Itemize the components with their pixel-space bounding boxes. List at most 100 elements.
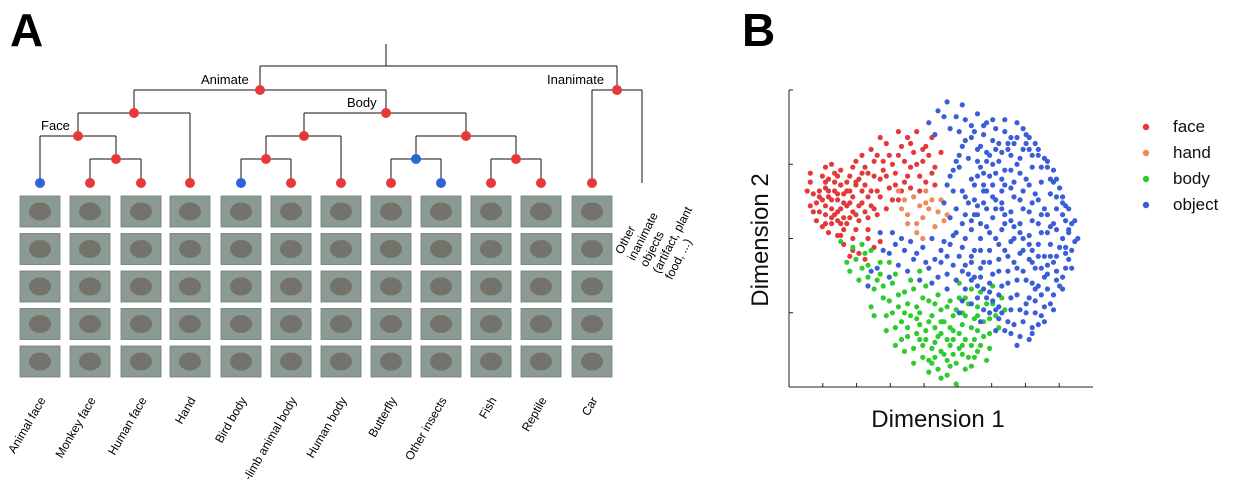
point-body (859, 265, 865, 271)
point-object (999, 310, 1005, 316)
point-object (1075, 235, 1081, 242)
thumbnail-figure (581, 352, 603, 371)
category-label: Human face (105, 394, 150, 457)
point-object (1008, 185, 1014, 191)
point-body (944, 357, 950, 363)
thumbnail-figure (29, 315, 51, 333)
point-object (1005, 280, 1011, 286)
point-object (1066, 227, 1072, 233)
point-face (920, 146, 926, 152)
thumbnail-figure (480, 240, 502, 258)
point-face (807, 179, 813, 185)
thumbnail-figure (230, 315, 252, 333)
thumbnail-figure (130, 352, 152, 371)
point-body (911, 360, 917, 366)
point-object (968, 259, 975, 265)
point-object (932, 256, 938, 262)
point-face (841, 200, 847, 206)
thumbnail-figure (230, 352, 252, 371)
thumbnail-figure (480, 202, 502, 221)
point-object (1035, 152, 1041, 158)
point-object (1014, 342, 1020, 348)
point-object (999, 206, 1005, 212)
point-object (993, 126, 999, 132)
point-object (1011, 194, 1017, 200)
point-object (877, 230, 883, 236)
point-object (1041, 206, 1047, 212)
point-body (886, 298, 892, 304)
point-body (901, 310, 908, 316)
point-object (944, 286, 950, 292)
point-object (959, 244, 965, 250)
thumbnail-figure (480, 315, 502, 333)
point-body (962, 336, 968, 343)
point-object (971, 129, 978, 135)
point-body (895, 304, 902, 310)
point-object (1066, 206, 1072, 212)
leaf-node-9 (486, 178, 496, 188)
point-object (987, 280, 993, 286)
point-object (1032, 140, 1038, 147)
point-object (1011, 235, 1017, 242)
point-object (956, 129, 962, 135)
point-face (862, 164, 868, 170)
point-object (1029, 330, 1035, 337)
point-object (993, 170, 999, 176)
category-label: Hand (172, 395, 198, 427)
point-object (941, 200, 947, 206)
point-face (847, 253, 853, 259)
point-object (981, 170, 987, 176)
point-object (1047, 241, 1053, 247)
category-label: Bird body (212, 395, 249, 446)
point-object (996, 292, 1002, 298)
point-face (874, 152, 880, 158)
point-object (1026, 182, 1032, 188)
point-object (990, 117, 996, 123)
point-object (926, 265, 932, 271)
point-body (850, 244, 856, 250)
point-body (862, 250, 868, 256)
point-object (1047, 253, 1053, 259)
point-hand (911, 194, 917, 200)
point-body (926, 298, 932, 304)
point-body (859, 241, 865, 247)
point-body (917, 268, 923, 274)
point-object (1026, 146, 1032, 152)
point-object (981, 132, 987, 138)
thumbnail-car (571, 195, 613, 228)
point-face (877, 238, 883, 245)
point-face (911, 149, 917, 155)
point-object (971, 247, 978, 253)
thumbnail-column (19, 195, 61, 378)
point-body (932, 339, 938, 345)
point-object (984, 158, 990, 164)
point-object (993, 307, 999, 313)
point-object (1038, 164, 1044, 170)
point-body (959, 322, 965, 328)
point-body (898, 319, 905, 325)
point-object (1023, 277, 1029, 283)
point-object (886, 274, 892, 280)
thumbnail-figure (179, 315, 201, 333)
point-object (1041, 304, 1047, 310)
point-face (853, 227, 859, 233)
point-body (917, 336, 923, 343)
point-object (962, 194, 968, 200)
point-object (929, 235, 935, 242)
point-face (856, 218, 862, 224)
point-body (880, 283, 886, 289)
thumbnail-column (220, 195, 262, 378)
point-object (1053, 206, 1060, 212)
point-object (892, 241, 899, 247)
point-object (1020, 247, 1026, 253)
point-face (880, 167, 886, 173)
point-body (889, 310, 896, 316)
panel-b-label: B (742, 4, 775, 56)
thumbnail-figure (380, 315, 402, 333)
point-object (1020, 146, 1026, 152)
point-object (1038, 230, 1044, 236)
thumbnail-figure (79, 277, 101, 296)
point-body (935, 292, 941, 298)
point-object (977, 319, 984, 325)
legend-label-hand: hand (1173, 143, 1211, 162)
